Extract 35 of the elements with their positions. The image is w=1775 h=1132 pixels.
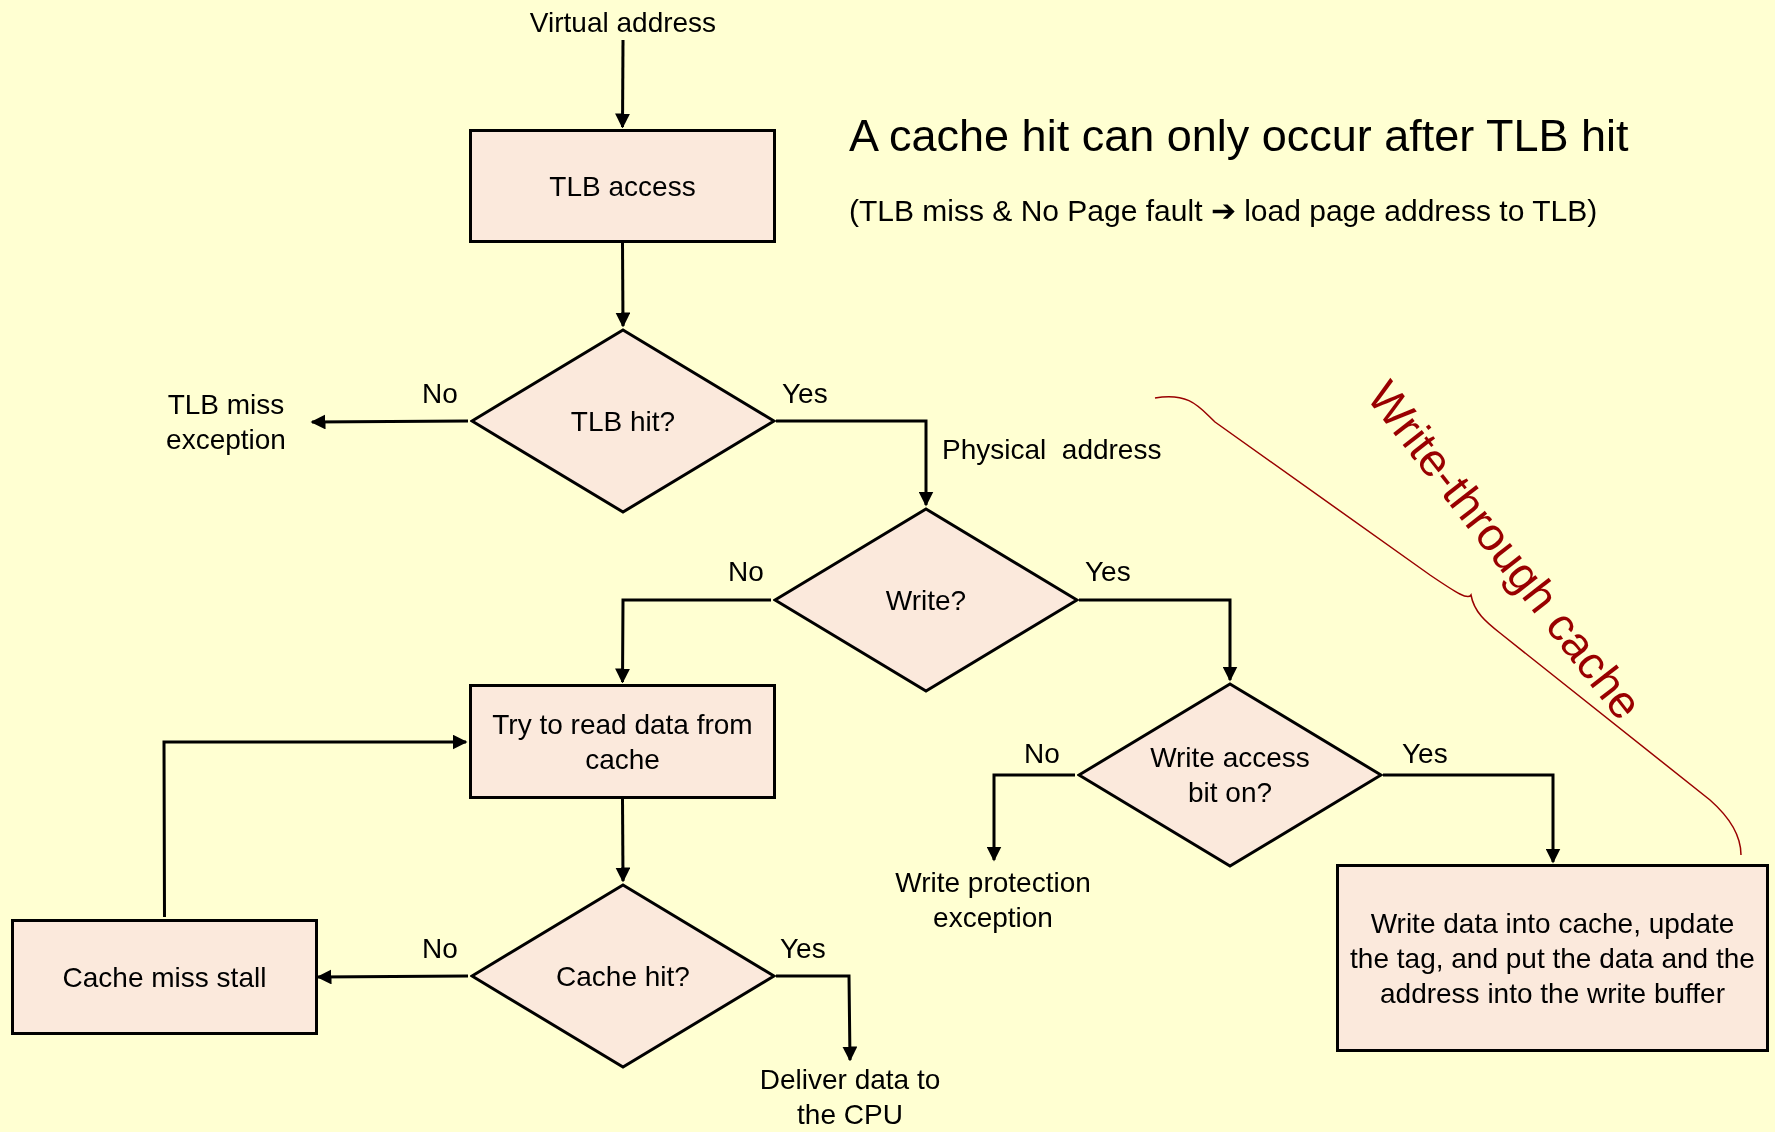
- arrow: [1079, 598, 1238, 682]
- flow-text: Virtual address: [500, 4, 746, 40]
- box-label: Write data into cache, update the tag, and put the data and the address into the write buffer: [1349, 906, 1756, 1011]
- arrow: [615, 799, 631, 883]
- edge-annotation: Physical address: [942, 434, 1162, 466]
- flow-text: TLB miss exception: [140, 384, 312, 460]
- arrow: [1383, 773, 1561, 864]
- arrow: [776, 419, 934, 507]
- process-box: [469, 684, 776, 799]
- flow-text: Deliver data to the CPU: [740, 1062, 960, 1132]
- arrow: [162, 734, 468, 917]
- process-box: [11, 919, 318, 1035]
- decision-diamond: [773, 507, 1079, 693]
- arrow: [316, 969, 468, 985]
- subtitle: (TLB miss & No Page fault ➔ load page address to TLB): [849, 193, 1598, 228]
- title: A cache hit can only occur after TLB hit: [849, 110, 1629, 162]
- arrow: [615, 598, 771, 684]
- arrow: [310, 414, 468, 430]
- decision-diamond: [1077, 682, 1383, 868]
- decision-label: Write access bit on?: [1150, 741, 1310, 810]
- box-label: TLB access: [549, 169, 696, 204]
- decision-diamond: [470, 328, 776, 514]
- arrow: [615, 40, 631, 129]
- decision-diamond: [470, 883, 776, 1069]
- decision-label: TLB hit?: [570, 404, 676, 439]
- decision-label: Write?: [885, 583, 967, 618]
- process-box: [1336, 864, 1769, 1052]
- arrow: [776, 974, 858, 1062]
- process-box: [469, 129, 776, 243]
- arrow: [986, 773, 1075, 862]
- box-label: Try to read data from cache: [491, 707, 754, 777]
- decision-label: Cache hit?: [556, 959, 690, 994]
- flow-text: Write protection exception: [862, 862, 1124, 938]
- box-label: Cache miss stall: [62, 960, 267, 995]
- arrow: [615, 243, 631, 328]
